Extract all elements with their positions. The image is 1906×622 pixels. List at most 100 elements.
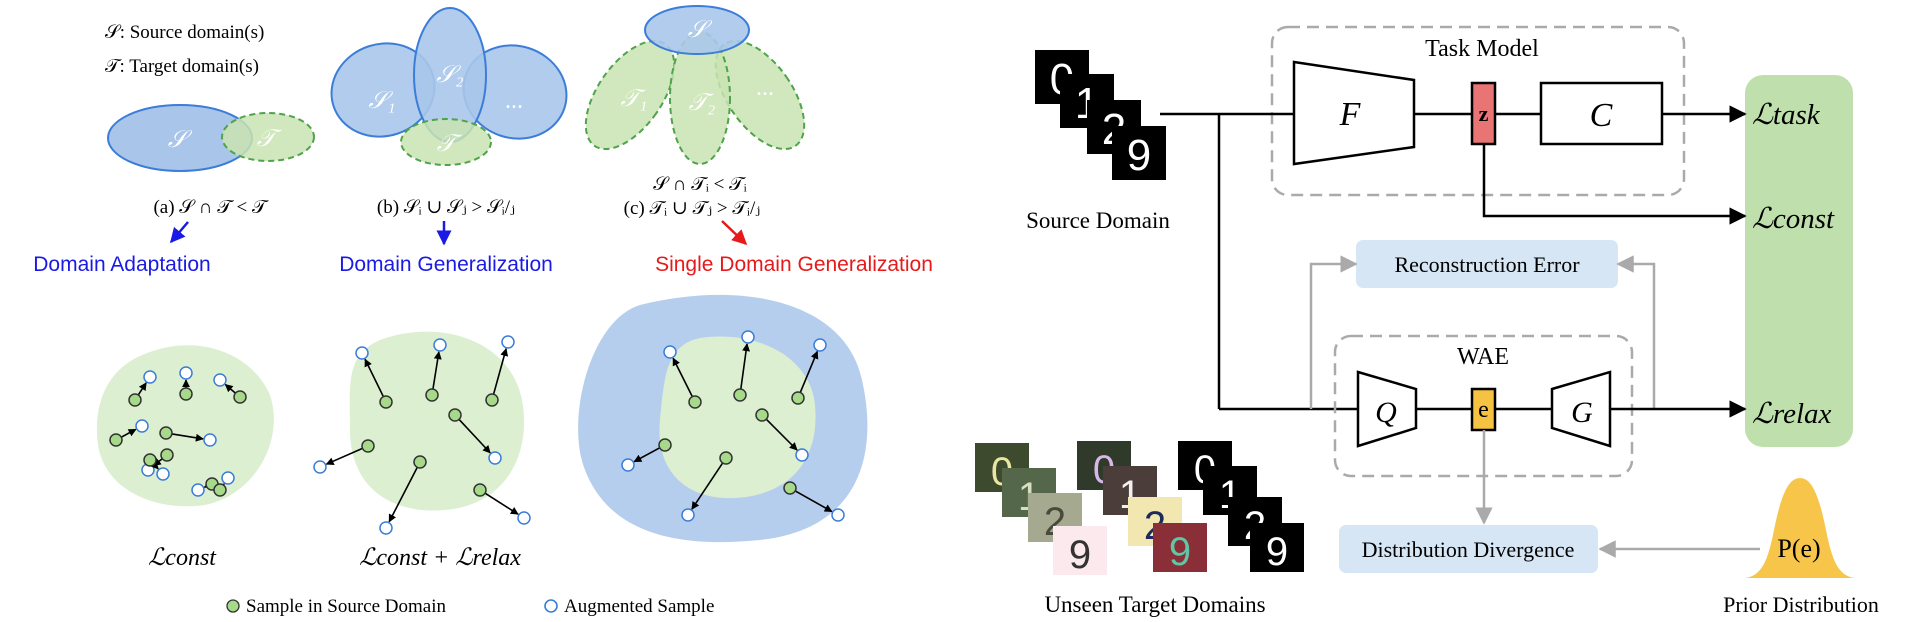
augmented-sample-point <box>501 335 515 349</box>
augmented-sample-point <box>517 511 531 525</box>
classifier-C <box>1539 81 1664 146</box>
augmented-sample-point <box>741 330 755 344</box>
source-sample-point <box>379 395 393 409</box>
augmentation-arrow <box>137 382 147 396</box>
loss-label-const: ℒconst <box>148 545 217 571</box>
latent-e-label: e <box>1478 397 1489 423</box>
augmentation-arrow <box>325 447 363 465</box>
augmented-sample-point <box>813 338 827 352</box>
augmentation-arrow <box>364 358 385 397</box>
augmentation-arrow <box>388 466 418 523</box>
panel-b-S2-label: 𝒮₂ <box>437 62 464 88</box>
encoder-Q <box>1356 370 1418 448</box>
source-sample-point <box>448 408 462 422</box>
legend: Sample in Source Domain Augmented Sample <box>226 596 714 617</box>
target-domain-n-ellipse <box>714 39 806 151</box>
augmented-sample-point <box>203 433 217 447</box>
source-digit-stack: 0 1 2 9 <box>1035 50 1166 180</box>
panel-c-caption-line2: (c) 𝒯ᵢ ∪ 𝒯ⱼ > 𝒯ᵢ/ⱼ <box>624 198 761 219</box>
panel-a-domain-adaptation: 𝒮 𝒯 (a) 𝒮 ∩ 𝒯 < 𝒯 Domain Adaptation <box>33 104 315 276</box>
encoder-F-label: F <box>1339 96 1362 133</box>
legend-source-label: Sample in Source Domain <box>246 596 446 617</box>
augmented-sample-point <box>143 370 157 384</box>
prior-bell-curve <box>1745 478 1855 578</box>
source-region-blob <box>349 331 525 511</box>
augmented-sample-point <box>156 467 170 481</box>
reconstruction-error-box <box>1356 240 1618 288</box>
wae-title: WAE <box>1457 344 1509 370</box>
augmentation-arrow <box>799 350 819 393</box>
augmentation-arrow <box>633 447 661 463</box>
augmented-sample-point <box>179 366 193 380</box>
sample-points <box>109 330 845 535</box>
panel-b-domain-generalization: 𝒮₁ 𝒮₂ ... 𝒯 (b) 𝒮ᵢ ∪ 𝒮ⱼ > 𝒮ᵢ/ⱼ Domain Ge… <box>330 7 568 276</box>
legend-augmented-marker <box>544 599 558 613</box>
augmentation-arrow <box>484 492 519 515</box>
digit-image <box>1250 523 1304 572</box>
method-domain-adaptation: Domain Adaptation <box>33 253 210 276</box>
augmentation-arrow <box>740 343 751 390</box>
source-definition: 𝒮: Source domain(s) <box>105 22 264 43</box>
source-sample-point <box>361 439 375 453</box>
source-sample-point <box>179 387 193 401</box>
source-sample-point <box>783 481 797 495</box>
prior-distribution-label: Prior Distribution <box>1723 592 1879 617</box>
source-sample-point <box>425 388 439 402</box>
loss-relax: ℒrelax <box>1752 398 1832 430</box>
encoder-F <box>1292 60 1416 166</box>
augmented-sample-point <box>191 483 205 497</box>
source-sample-point <box>658 438 672 452</box>
cloud-relax-expanded <box>578 294 868 543</box>
augmentation-arrow <box>794 490 833 513</box>
source-sample-point <box>719 451 733 465</box>
panel-c-T2-label: 𝒯₂ <box>689 90 716 116</box>
classifier-C-label: C <box>1590 97 1613 134</box>
target-domain-1-ellipse <box>584 39 676 151</box>
loss-const: ℒconst <box>1752 203 1835 235</box>
panel-b-S1-label: 𝒮₁ <box>369 88 396 114</box>
source-sample-point <box>233 390 247 404</box>
unseen-target-digit-collage: 0 1 2 9 0 1 2 9 0 1 2 9 <box>975 441 1304 577</box>
panel-a-caption: (a) 𝒮 ∩ 𝒯 < 𝒯 <box>153 197 269 218</box>
augmented-sample-point <box>221 471 235 485</box>
augmented-sample-point <box>213 373 227 387</box>
method-domain-generalization: Domain Generalization <box>339 253 553 276</box>
const-loss-arrow <box>1482 144 1747 225</box>
augmentation-arrow <box>171 433 204 442</box>
augmentation-arrow <box>492 347 509 395</box>
source-domain-label: Source Domain <box>1026 208 1170 233</box>
augmented-sample-point <box>433 338 447 352</box>
panel-c-dots: ... <box>756 75 774 101</box>
digit-glyph: 9 <box>1069 533 1091 577</box>
loss-task: ℒtask <box>1752 99 1821 131</box>
augmented-sample-point <box>663 345 677 359</box>
augmentation-arrow <box>458 418 491 454</box>
legend-source-marker <box>226 599 240 613</box>
augmented-sample-point <box>313 460 327 474</box>
panel-b-caption: (b) 𝒮ᵢ ∪ 𝒮ⱼ > 𝒮ᵢ/ⱼ <box>377 197 515 218</box>
decoder-G <box>1550 370 1612 448</box>
augmentation-arrow <box>765 418 798 451</box>
unseen-target-domains-label: Unseen Target Domains <box>1044 592 1265 617</box>
digit-image <box>1112 126 1166 180</box>
augmented-sample-point <box>831 508 845 522</box>
augmented-sample-point <box>379 521 393 535</box>
reconstruction-error-label: Reconstruction Error <box>1394 252 1580 277</box>
target-domain-ellipse <box>221 112 315 162</box>
panel-b-dots: ... <box>505 88 523 114</box>
source-sample-point <box>109 433 123 447</box>
augmentation-arrow <box>672 357 694 397</box>
task-model-title: Task Model <box>1425 36 1539 62</box>
loss-panel <box>1745 75 1853 447</box>
digit-glyph: 9 <box>1266 530 1288 574</box>
encoder-Q-label: Q <box>1375 396 1397 429</box>
source-region-blob <box>659 336 816 499</box>
cloud-const-relax <box>349 331 525 511</box>
source-sample-point <box>213 483 227 497</box>
augmentation-arrow <box>691 462 724 510</box>
source-sample-point <box>791 391 805 405</box>
distribution-divergence-label: Distribution Divergence <box>1362 537 1575 562</box>
source-sample-point <box>485 393 499 407</box>
source-sample-point <box>755 408 769 422</box>
